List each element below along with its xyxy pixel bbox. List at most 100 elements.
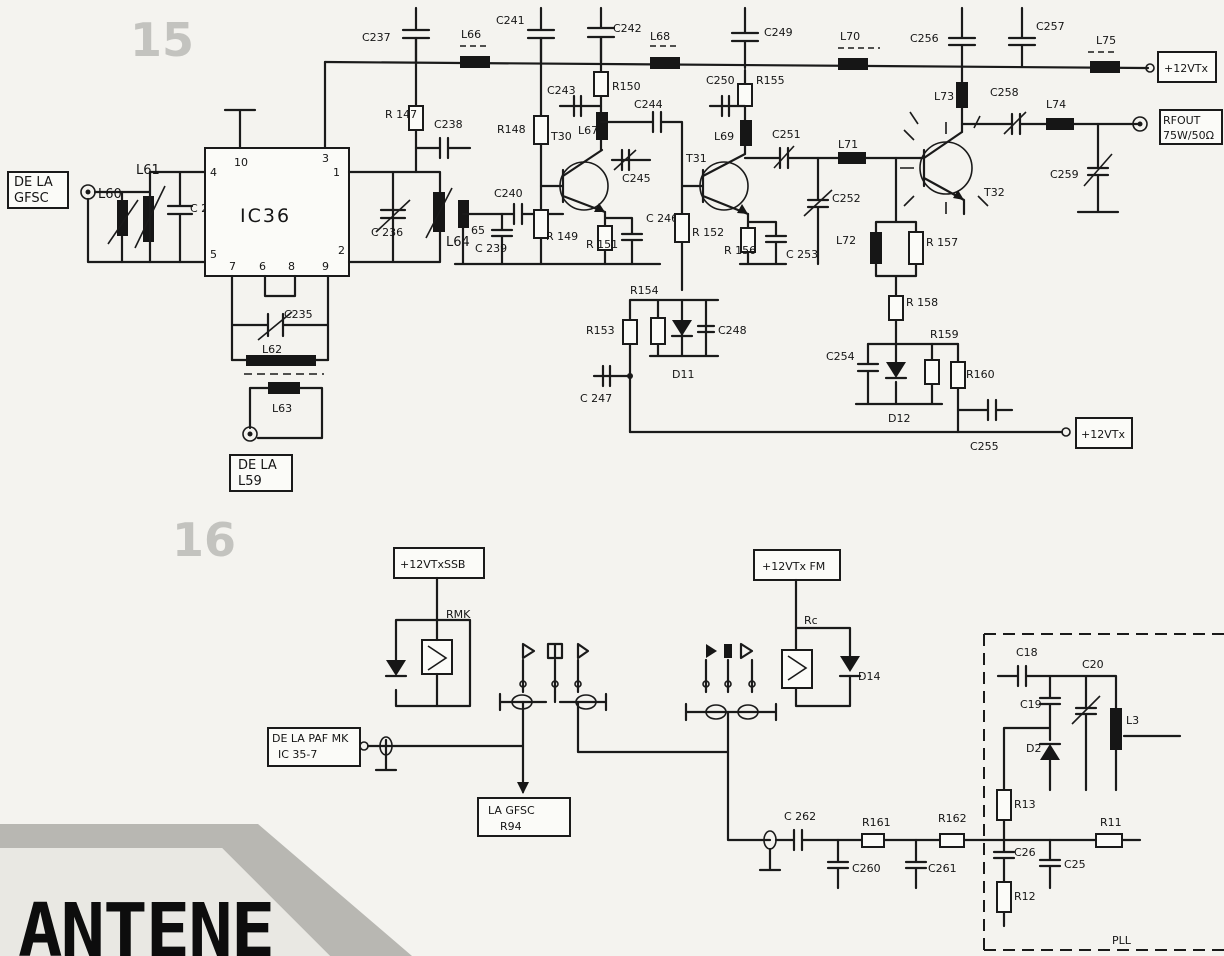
- label-R13: R13: [1014, 798, 1036, 811]
- label-C254: C254: [826, 350, 855, 363]
- svg-text:IC 35-7: IC 35-7: [278, 748, 317, 761]
- label-L69: L69: [714, 130, 734, 143]
- label-L60: L60: [98, 187, 122, 202]
- label-C244: C244: [634, 98, 663, 111]
- resistor-R149: [533, 209, 549, 239]
- inductor-L75: [1090, 61, 1120, 73]
- inductor-L72: [870, 232, 882, 264]
- box-from-l59: [229, 454, 293, 492]
- label-C245: C245: [622, 172, 651, 185]
- label-L67: L67: [578, 124, 598, 137]
- resistor-R157: [908, 231, 924, 265]
- pll-dashed-border: [983, 633, 1224, 956]
- label-T32: T32: [983, 186, 1005, 199]
- ic-pin-10: 10: [234, 156, 248, 169]
- inductor-L70: [838, 58, 868, 70]
- resistor-R160: [950, 361, 966, 389]
- ic-pin-7: 7: [229, 260, 236, 273]
- box-rf-out: [1159, 109, 1223, 145]
- inductor-L62: [246, 355, 316, 366]
- label-T31: T31: [685, 152, 707, 165]
- label-L72: L72: [836, 234, 856, 247]
- label-L73: L73: [934, 90, 954, 103]
- svg-text:LA GFSC: LA GFSC: [488, 804, 535, 817]
- label-C237: C237: [362, 31, 391, 44]
- diode-D2: [1040, 744, 1060, 760]
- label-D2: D2: [1026, 742, 1041, 755]
- inductor-L67: [596, 112, 608, 140]
- resistor-R147: [408, 105, 424, 131]
- label-R157: R 157: [926, 236, 958, 249]
- label-RMK: RMK: [446, 608, 471, 621]
- label-R162: R162: [938, 812, 967, 825]
- pll-label: PLL: [1112, 934, 1132, 947]
- resistor-R155: [737, 83, 753, 107]
- label-C256: C256: [910, 32, 939, 45]
- ic-pin-4: 4: [210, 166, 217, 179]
- resistor-R156: [740, 227, 756, 253]
- inductor-L69: [740, 120, 752, 146]
- masthead-title: ANTENE: [18, 888, 273, 956]
- label-R151: R 151: [586, 238, 618, 251]
- label-C235: C235: [284, 308, 313, 321]
- label-C25: C25: [1064, 858, 1086, 871]
- label-C19: C19: [1020, 698, 1042, 711]
- label-L71: L71: [838, 138, 858, 151]
- label-C20: C20: [1082, 658, 1104, 671]
- transistor-T30: [559, 161, 609, 211]
- rail-inductors: [460, 45, 1120, 73]
- relay-Rc-coil: [781, 649, 813, 689]
- ic-IC36: [204, 147, 350, 277]
- svg-text:75W/50Ω: 75W/50Ω: [1163, 129, 1214, 142]
- transistor-T32: [919, 141, 973, 195]
- resistor-R158: [888, 295, 904, 321]
- ic-pin-8: 8: [288, 260, 295, 273]
- label-C18: C18: [1016, 646, 1038, 659]
- transistor-T31: [699, 161, 749, 211]
- label-R147: R 147: [385, 108, 417, 121]
- diode-D11: [672, 320, 692, 336]
- label-R152: R 152: [692, 226, 724, 239]
- inductor-L74: [1046, 118, 1074, 130]
- resistor-R148: [533, 115, 549, 145]
- label-C240: C240: [494, 187, 523, 200]
- label-C262: C 262: [784, 810, 816, 823]
- label-D11: D11: [672, 368, 694, 381]
- inductor-L3: [1110, 708, 1122, 750]
- resistor-R161: [861, 833, 885, 848]
- inductor-L68: [650, 57, 680, 69]
- label-C261: C261: [928, 862, 957, 875]
- diode-D14: [840, 656, 860, 672]
- label-R153: R153: [586, 324, 615, 337]
- svg-text:L59: L59: [238, 474, 262, 489]
- label-C247: C 247: [580, 392, 612, 405]
- figure-16-number: 16: [172, 513, 236, 567]
- label-Rc: Rc: [804, 614, 818, 627]
- supply-ssb-text: +12VTxSSB: [400, 558, 465, 571]
- box-from-paf: [267, 727, 361, 767]
- label-L68: L68: [650, 30, 670, 43]
- label-T30: T30: [550, 130, 572, 143]
- label-L61: L61: [136, 163, 160, 178]
- label-L64: L64: [446, 235, 470, 250]
- label-R150: R150: [612, 80, 641, 93]
- label-C241: C241: [496, 14, 525, 27]
- label-C236: C 236: [371, 226, 403, 239]
- label-C252: C252: [832, 192, 861, 205]
- label-R155: R155: [756, 74, 785, 87]
- svg-text:DE LA PAF MK: DE LA PAF MK: [272, 732, 349, 745]
- label-L65: 65: [471, 224, 485, 237]
- resistor-R162: [939, 833, 965, 848]
- ic-pin-9: 9: [322, 260, 329, 273]
- inductor-L71: [838, 152, 866, 164]
- label-L66: L66: [461, 28, 481, 41]
- supply-top-text: +12VTx: [1164, 62, 1208, 75]
- label-D14: D14: [858, 670, 880, 683]
- inductor-L60: [117, 200, 128, 236]
- relay-RMK-coil: [421, 639, 453, 675]
- inductor-L73: [956, 82, 968, 108]
- label-L74: L74: [1046, 98, 1066, 111]
- l63-connector: [242, 426, 258, 442]
- masthead-band: [0, 824, 412, 956]
- label-C251: C251: [772, 128, 801, 141]
